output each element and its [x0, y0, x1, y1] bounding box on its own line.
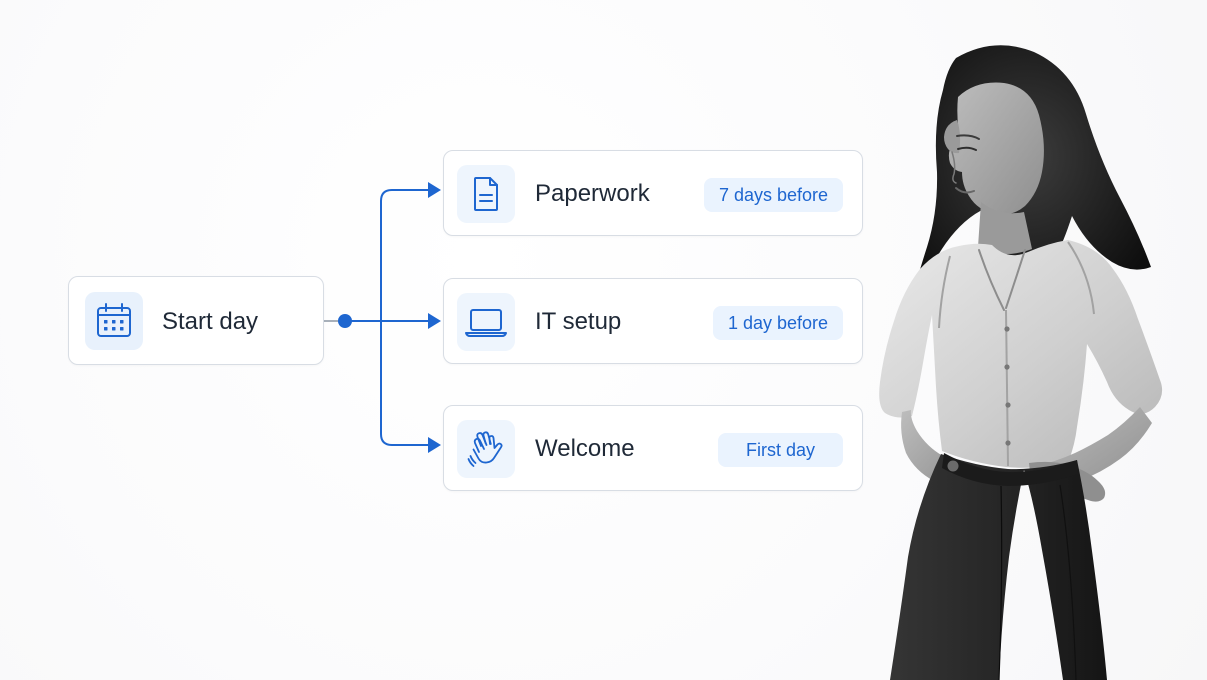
step-it-setup[interactable]: IT setup 1 day before: [443, 278, 863, 364]
it-setup-timing-badge: 1 day before: [713, 306, 843, 340]
arrowhead-paperwork: [428, 182, 441, 198]
step-paperwork[interactable]: Paperwork 7 days before: [443, 150, 863, 236]
branch-lines: [351, 189, 431, 446]
step-welcome[interactable]: Welcome First day: [443, 405, 863, 491]
document-icon: [457, 165, 515, 223]
it-setup-label: IT setup: [535, 308, 622, 335]
waving-hand-icon: [457, 420, 515, 478]
paperwork-timing-badge: 7 days before: [704, 178, 843, 212]
welcome-label: Welcome: [535, 435, 635, 462]
paperwork-label: Paperwork: [535, 180, 650, 207]
welcome-timing-badge: First day: [718, 433, 843, 467]
start-day-node[interactable]: Start day: [68, 276, 324, 365]
start-day-label: Start day: [162, 308, 259, 335]
connector-node: [338, 314, 352, 328]
employee-photo: [872, 42, 1207, 680]
branch-arrowheads: [428, 182, 441, 453]
calendar-icon: [85, 292, 143, 350]
laptop-icon: [457, 293, 515, 351]
arrowhead-it-setup: [428, 313, 441, 329]
arrowhead-welcome: [428, 437, 441, 453]
